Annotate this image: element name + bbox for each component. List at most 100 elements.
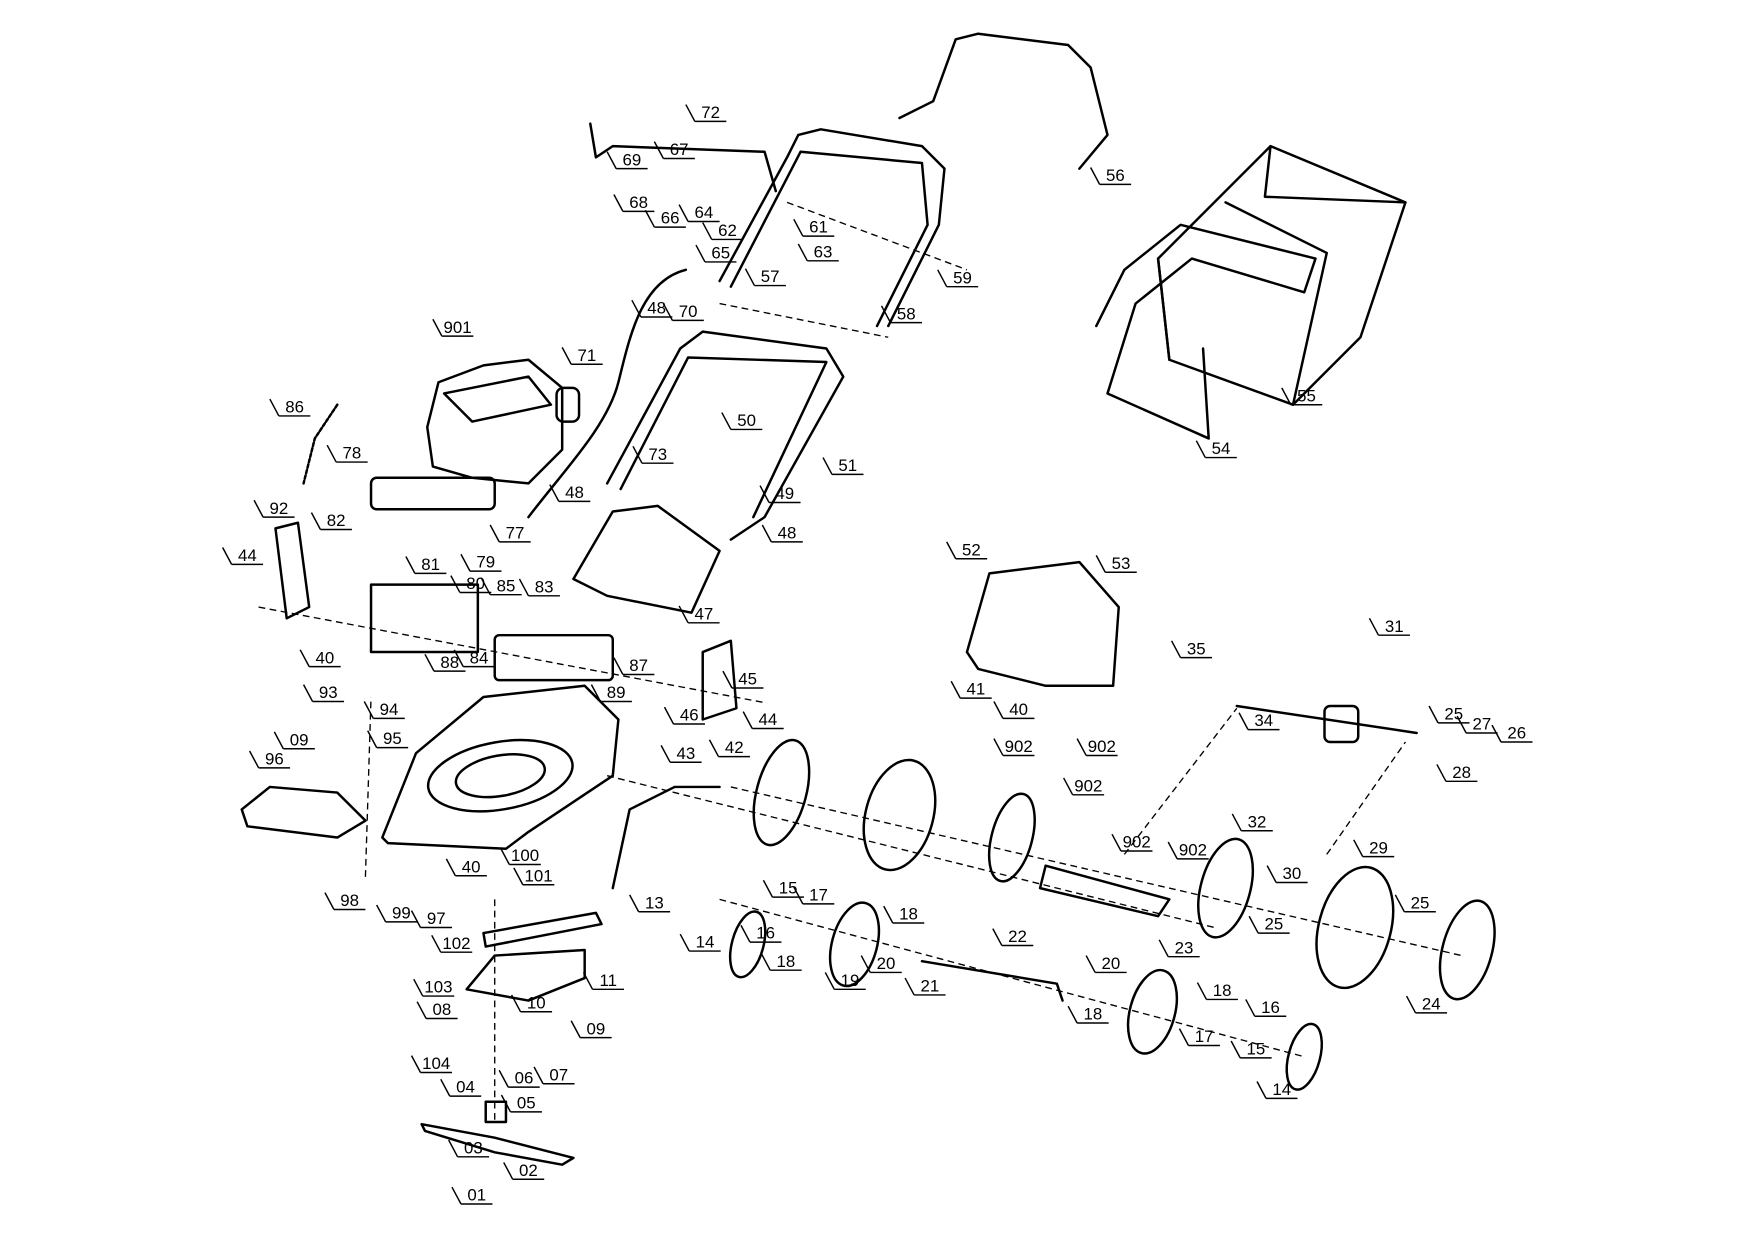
part-number: 48: [647, 299, 666, 318]
leader-line: [1095, 555, 1106, 573]
part-label: 42: [708, 738, 750, 758]
part-label: 88: [424, 653, 466, 672]
leader-line: [1436, 764, 1447, 782]
leader-line: [440, 1078, 451, 1097]
leader-line: [937, 269, 948, 288]
part-label: 24: [1405, 995, 1448, 1014]
leader-line: [410, 1055, 422, 1073]
rear-lever: [611, 785, 721, 890]
part-number: 85: [497, 576, 516, 595]
part-number: 56: [1106, 166, 1125, 185]
leader-line: [883, 905, 894, 924]
part-label: 56: [1089, 166, 1132, 186]
leader-line: [742, 711, 753, 729]
part-number: 67: [670, 140, 689, 159]
part-number: 57: [761, 267, 780, 286]
part-label: 99: [376, 903, 418, 923]
blade-housing: [465, 948, 586, 1002]
leader-line: [363, 701, 374, 719]
part-number: 58: [897, 304, 916, 323]
leader-line: [269, 398, 280, 417]
part-number: 103: [424, 978, 452, 997]
part-number: 70: [679, 302, 698, 321]
leader-line: [549, 484, 560, 502]
leader-line: [570, 1020, 581, 1038]
leader-line: [1405, 995, 1417, 1014]
part-label: 85: [480, 576, 522, 596]
leader-line: [1195, 440, 1206, 458]
leader-line: [797, 243, 808, 262]
part-label: 81: [405, 555, 447, 575]
part-number: 17: [1195, 1027, 1214, 1046]
part-label: 44: [742, 710, 784, 730]
part-number: 71: [578, 346, 597, 365]
part-label: 17: [793, 885, 835, 905]
part-number: 20: [1101, 954, 1120, 973]
part-label: 89: [590, 683, 632, 703]
leader-line: [1491, 724, 1502, 743]
part-number: 34: [1254, 711, 1273, 730]
part-number: 88: [440, 653, 459, 672]
part-number: 31: [1385, 617, 1404, 636]
part-label: 66: [644, 209, 686, 228]
part-label: 71: [561, 346, 603, 365]
leader-line: [367, 730, 378, 748]
part-label: 20: [1085, 954, 1127, 974]
part-label: 29: [1353, 838, 1395, 858]
part-number: 66: [661, 209, 680, 228]
blade-adapter: [484, 1100, 508, 1124]
part-label: 43: [660, 744, 702, 763]
part-number: 47: [694, 604, 713, 623]
part-label: 73: [632, 445, 674, 464]
part-number: 77: [506, 523, 525, 542]
part-number: 04: [456, 1078, 475, 1097]
leader-line: [1245, 999, 1256, 1017]
part-number: 20: [877, 954, 896, 973]
leader-line: [1368, 617, 1380, 636]
part-number: 05: [517, 1093, 536, 1112]
part-number: 41: [967, 680, 986, 699]
leader-line: [273, 731, 284, 750]
part-number: 49: [775, 484, 794, 503]
leader-line: [679, 933, 690, 952]
part-label: 31: [1368, 617, 1410, 636]
part-label: 16: [740, 924, 782, 943]
part-label: 18: [883, 905, 925, 924]
leader-line: [824, 972, 835, 990]
part-number: 14: [696, 933, 715, 952]
motor-cover: [572, 504, 721, 614]
leader-line: [416, 1001, 427, 1019]
part-number: 18: [1083, 1005, 1102, 1024]
leader-line: [744, 268, 756, 286]
part-label: 54: [1195, 439, 1237, 459]
part-label: 902: [1167, 841, 1209, 860]
part-label: 59: [937, 268, 979, 288]
lower-handle: [605, 330, 845, 541]
leader-line: [993, 701, 1004, 719]
grass-bag-frame: [1095, 223, 1317, 440]
leader-line: [1456, 715, 1467, 734]
leader-line: [1076, 738, 1087, 756]
part-number: 16: [756, 924, 775, 943]
leader-line: [413, 978, 424, 997]
leader-line: [653, 141, 665, 159]
part-number: 23: [1175, 938, 1194, 957]
part-number: 08: [432, 1000, 451, 1019]
engine: [426, 358, 581, 485]
part-number: 30: [1283, 864, 1302, 883]
part-number: 902: [1123, 833, 1151, 852]
leader-line: [946, 541, 957, 560]
part-label: 06: [498, 1069, 540, 1088]
wheels: [728, 738, 1496, 1091]
leader-line: [447, 1139, 459, 1158]
leader-line: [489, 524, 500, 543]
part-label: 03: [447, 1138, 490, 1158]
leader-line: [628, 894, 640, 913]
part-number: 19: [841, 971, 860, 990]
part-label: 28: [1436, 763, 1478, 783]
part-number: 40: [316, 648, 335, 667]
part-label: 46: [663, 706, 705, 725]
part-label: 11: [582, 971, 625, 991]
leader-line: [606, 151, 617, 169]
leader-line: [760, 952, 771, 971]
